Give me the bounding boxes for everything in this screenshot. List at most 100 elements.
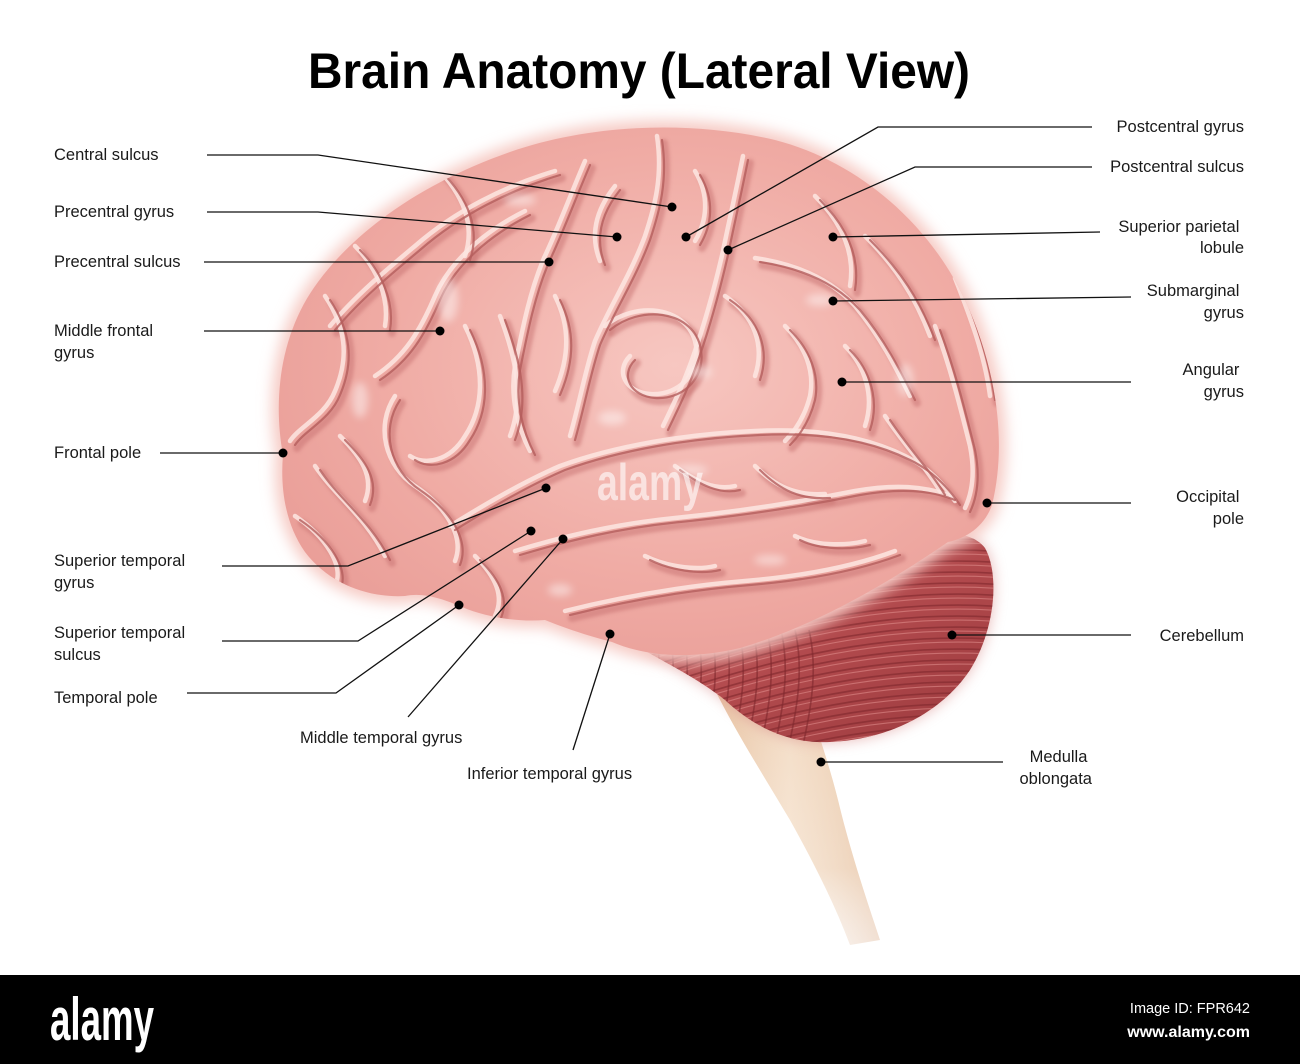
sulcus-line (503, 318, 524, 442)
sulcus-line (293, 298, 350, 447)
label-text: Postcentral sulcus (1110, 158, 1244, 176)
pointer-dot (947, 630, 957, 640)
specular-highlight (672, 465, 708, 475)
leader-line (222, 530, 532, 642)
label-middle-temporal-gyrus: Middle temporal gyrus (300, 534, 568, 747)
pointer-dot (723, 245, 733, 255)
sulcus-line (938, 328, 979, 514)
sulcus-line (818, 198, 858, 292)
label-precentral-gyrus: Precentral gyrus (54, 203, 622, 242)
pointer-dot (526, 526, 536, 536)
sulcus-line (888, 418, 947, 497)
sulcus-shadow (573, 139, 671, 447)
label-text: Precentral gyrus (54, 203, 174, 221)
sulcus-line (758, 468, 832, 500)
label-text: Postcentral gyrus (1117, 118, 1244, 136)
label-line: gyrus (1204, 304, 1244, 322)
gyrus-highlight (792, 533, 868, 547)
image-id-text: Image ID: FPR642 (1130, 1001, 1250, 1017)
sulcus-line (868, 238, 937, 342)
sulcus-shadow (453, 433, 966, 537)
pointer-dot (612, 232, 622, 242)
pointer-dot (454, 600, 464, 610)
pointer-dot (278, 448, 288, 458)
sulcus-line (728, 298, 765, 382)
cerebellum-pleat (774, 629, 787, 743)
alamy-logo: alamy (50, 986, 154, 1053)
sulcus-line (517, 163, 592, 457)
label-text: Superior temporal gyrus (54, 552, 190, 592)
pointer-dot (558, 534, 568, 544)
specular-highlight (548, 584, 572, 596)
gyrus-highlight (642, 553, 718, 571)
label-superior-temporal-sulcus: Superior temporal sulcus (54, 526, 536, 664)
gyrus-highlight (497, 313, 520, 439)
sulcus-shadow (413, 329, 491, 472)
sulcus-line (318, 468, 392, 562)
label-text: Superior temporal sulcus (54, 624, 190, 664)
label-text: Frontal pole (54, 444, 141, 462)
specular-highlight (754, 555, 786, 565)
sulcus-shadow (333, 174, 566, 337)
medulla-shading (715, 690, 880, 945)
cerebrum (271, 120, 1006, 663)
gyrus-highlight (447, 428, 958, 529)
specular-highlight (438, 278, 458, 322)
sulcus-line (453, 433, 962, 532)
label-line: Superior temporal (54, 552, 185, 570)
label-medulla-oblongata: Medulla oblongata (816, 748, 1093, 788)
specular-highlight (897, 364, 913, 396)
label-frontal-pole: Frontal pole (54, 444, 288, 462)
label-text: Superior parietal lobule (1118, 218, 1244, 257)
label-occipital-pole: Occipital pole (982, 488, 1244, 528)
label-line: Angular (1183, 361, 1240, 379)
label-line: sulcus (54, 646, 101, 664)
specular-highlights (352, 194, 913, 596)
label-text: Central sulcus (54, 146, 159, 164)
label-text: Temporal pole (54, 689, 158, 707)
label-line: Superior parietal (1118, 218, 1239, 236)
sulcus-line (358, 248, 393, 332)
cerebellum-pleat (802, 629, 815, 743)
label-text: Precentral sulcus (54, 253, 181, 271)
leader-line (832, 231, 1101, 238)
sulcus-line (478, 558, 505, 622)
label-cerebellum: Cerebellum (947, 627, 1244, 645)
label-superior-temporal-gyrus: Superior temporal gyrus (54, 483, 551, 592)
pointer-dot (681, 232, 691, 242)
cerebellum-folium (640, 692, 994, 743)
pointer-dot (541, 483, 551, 493)
label-text: Medulla oblongata (1020, 748, 1093, 788)
label-postcentral-gyrus: Postcentral gyrus (681, 118, 1244, 242)
sulcus-line (333, 173, 562, 332)
gyrus-highlight (812, 193, 854, 289)
sulcus-line (413, 328, 486, 466)
sulcus-line (848, 348, 875, 432)
gyrus-highlight (567, 133, 662, 439)
label-line: gyrus (54, 344, 94, 362)
watermark-text: alamy (597, 454, 703, 512)
label-angular-gyrus: Angular gyrus (837, 361, 1244, 401)
gyrus-highlight (287, 293, 346, 444)
label-line: Occipital (1176, 488, 1239, 506)
sulcus-line (598, 188, 622, 267)
label-text: Submarginal gyrus (1147, 282, 1244, 322)
pointer-dot (837, 377, 847, 387)
leader-line (832, 296, 1132, 302)
sulcus-line (648, 558, 722, 574)
label-line: Middle frontal (54, 322, 153, 340)
label-postcentral-sulcus: Postcentral sulcus (723, 158, 1244, 255)
label-text: Inferior temporal gyrus (467, 765, 632, 783)
label-superior-parietal-lobule: Superior parietal lobule (828, 218, 1244, 257)
label-text: Occipital pole (1176, 488, 1244, 528)
sulcus-line (798, 538, 872, 550)
site-url-text: www.alamy.com (1126, 1024, 1250, 1041)
pointer-dot (667, 202, 677, 212)
sulcus-line (518, 489, 957, 557)
sulcus-line (698, 173, 712, 247)
leader-line (207, 211, 618, 238)
leader-line (685, 126, 1092, 238)
label-line: Superior temporal (54, 624, 185, 642)
label-line: pole (1213, 510, 1244, 528)
pointer-dot (828, 232, 838, 242)
